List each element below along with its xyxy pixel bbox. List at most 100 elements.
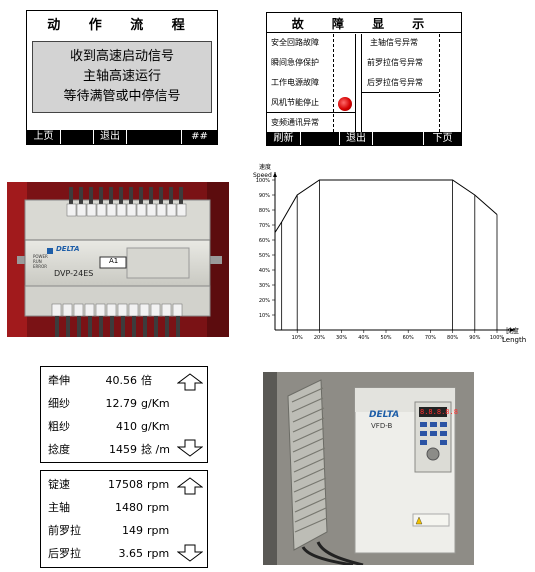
y-tick-label: 10% [259, 313, 270, 319]
plc-brand-logo: DELTA [56, 245, 80, 253]
y-tick-label: 80% [259, 208, 270, 214]
fault-item: 安全回路故障 [271, 38, 319, 47]
chart-svg: 100%90%80%70%60%50%40%30%20%10%10%20%30%… [253, 163, 526, 344]
x-tick-label: 10% [292, 335, 303, 341]
arrow-down-button[interactable] [177, 439, 203, 457]
param-label: 捻度 [48, 443, 70, 456]
param-value: 149 [122, 524, 143, 537]
plc-photo: DELTA DVP-24ES A1 POWER RUN ERROR [7, 182, 229, 337]
plc-model-label: DVP-24ES [54, 269, 94, 278]
exit-button[interactable]: 退出 [93, 130, 127, 144]
x-tick-label: 100% [490, 335, 505, 341]
x-tick-label: 50% [380, 335, 391, 341]
fault-item: 风机节能停止 [271, 98, 319, 107]
plc-led-labels: POWER RUN ERROR [33, 254, 48, 269]
fault-item: 工作电源故障 [271, 78, 319, 87]
prev-page-button[interactable]: 上页 [27, 130, 61, 144]
data-row: 前罗拉 149 rpm [41, 519, 209, 543]
grid-divider [439, 34, 440, 132]
grid-divider [361, 34, 362, 132]
plc-led-label: POWER [33, 254, 48, 259]
exit-button[interactable]: 退出 [339, 132, 373, 145]
yarn-parameter-panel: 牵伸 40.56 倍 细纱 12.79 g/Km 粗纱 410 g/Km 捻度 … [40, 366, 208, 463]
x-tick-label: 40% [358, 335, 369, 341]
speed-profile-line [274, 179, 498, 233]
param-label: 牵伸 [48, 374, 70, 387]
data-row: 粗纱 410 g/Km [41, 415, 209, 439]
param-label: 前罗拉 [48, 524, 81, 537]
vfd-photo: DELTA VFD-B 8.8.8.8.8 [263, 372, 474, 565]
y-tick-label: 20% [259, 298, 270, 304]
flow-softkey-bar: 上页 退出 ## [27, 130, 217, 144]
y-tick-label: 30% [259, 283, 270, 289]
y-axis-arrow-icon [273, 172, 277, 177]
action-flow-title: 动 作 流 程 [47, 18, 197, 33]
hash-button[interactable]: ## [181, 130, 217, 144]
data-row: 捻度 1459 捻 /m [41, 438, 209, 462]
param-unit: 倍 [141, 374, 152, 387]
y-tick-label: 50% [259, 253, 270, 259]
arrow-up-button[interactable] [177, 373, 203, 391]
y-tick-label: 40% [259, 268, 270, 274]
param-unit: rpm [147, 501, 170, 514]
grid-divider [333, 34, 334, 132]
arrow-up-button[interactable] [177, 477, 203, 495]
next-page-button[interactable]: 下页 [423, 132, 461, 145]
y-axis-label-cn: 速度 [259, 163, 271, 171]
x-axis-arrow-icon [510, 328, 515, 332]
param-unit: 捻 /m [141, 443, 170, 456]
data-row: 细纱 12.79 g/Km [41, 392, 209, 416]
x-axis-label-en: Length [502, 336, 526, 344]
param-value: 17508 [108, 478, 143, 491]
flow-line: 主轴高速运行 [82, 69, 161, 84]
plc-illustration [7, 182, 229, 337]
data-row: 后罗拉 3.65 rpm [41, 542, 209, 566]
grid-divider [267, 112, 355, 113]
y-axis-label-en: Speed [253, 172, 272, 179]
y-tick-label: 100% [256, 178, 271, 184]
data-row: 锭速 17508 rpm [41, 473, 209, 497]
flow-message-box: 收到高速启动信号 主轴高速运行 等待满管或中停信号 [32, 41, 212, 113]
vfd-brand-logo: DELTA [369, 410, 400, 420]
vfd-illustration [263, 372, 474, 565]
param-value: 3.65 [118, 547, 144, 560]
grid-divider [355, 34, 356, 132]
vfd-model-label: VFD-B [371, 422, 393, 430]
param-unit: rpm [147, 524, 170, 537]
param-label: 细纱 [48, 397, 70, 410]
vfd-display-readout: 8.8.8.8.8 [420, 408, 458, 416]
x-tick-label: 60% [403, 335, 414, 341]
y-tick-label: 60% [259, 238, 270, 244]
speed-length-chart: 100%90%80%70%60%50%40%30%20%10%10%20%30%… [240, 160, 533, 347]
refresh-button[interactable]: 刷新 [267, 132, 301, 145]
param-label: 粗纱 [48, 420, 70, 433]
param-value: 410 [116, 420, 137, 433]
x-tick-label: 70% [425, 335, 436, 341]
fault-item: 主轴信号异常 [370, 38, 418, 47]
plc-tag-label: A1 [109, 257, 119, 265]
fault-item: 前罗拉信号异常 [367, 58, 423, 67]
data-row: 主轴 1480 rpm [41, 496, 209, 520]
param-unit: g/Km [141, 397, 170, 410]
fault-indicator-icon [338, 97, 352, 111]
param-value: 40.56 [105, 374, 138, 387]
plc-led-label: ERROR [33, 264, 48, 269]
param-label: 后罗拉 [48, 547, 81, 560]
param-label: 主轴 [48, 501, 70, 514]
fault-item: 变频通讯异常 [271, 118, 319, 127]
speed-parameter-panel: 锭速 17508 rpm 主轴 1480 rpm 前罗拉 149 rpm 后罗拉… [40, 470, 208, 568]
arrow-down-button[interactable] [177, 544, 203, 562]
action-flow-panel: 动 作 流 程 收到高速启动信号 主轴高速运行 等待满管或中停信号 上页 退出 … [26, 10, 218, 145]
param-label: 锭速 [48, 478, 70, 491]
param-unit: rpm [147, 547, 170, 560]
x-tick-label: 30% [336, 335, 347, 341]
data-row: 牵伸 40.56 倍 [41, 369, 209, 393]
param-value: 1480 [115, 501, 143, 514]
x-tick-label: 90% [469, 335, 480, 341]
x-tick-label: 80% [447, 335, 458, 341]
fault-display-title: 故 障 显 示 [267, 15, 461, 33]
flow-line: 等待满管或中停信号 [63, 89, 181, 104]
flow-line: 收到高速启动信号 [69, 49, 174, 64]
y-tick-label: 70% [259, 223, 270, 229]
fault-display-panel: 故 障 显 示 安全回路故障 主轴信号异常 瞬间急停保护 前罗拉信号异常 工作电… [266, 12, 462, 146]
